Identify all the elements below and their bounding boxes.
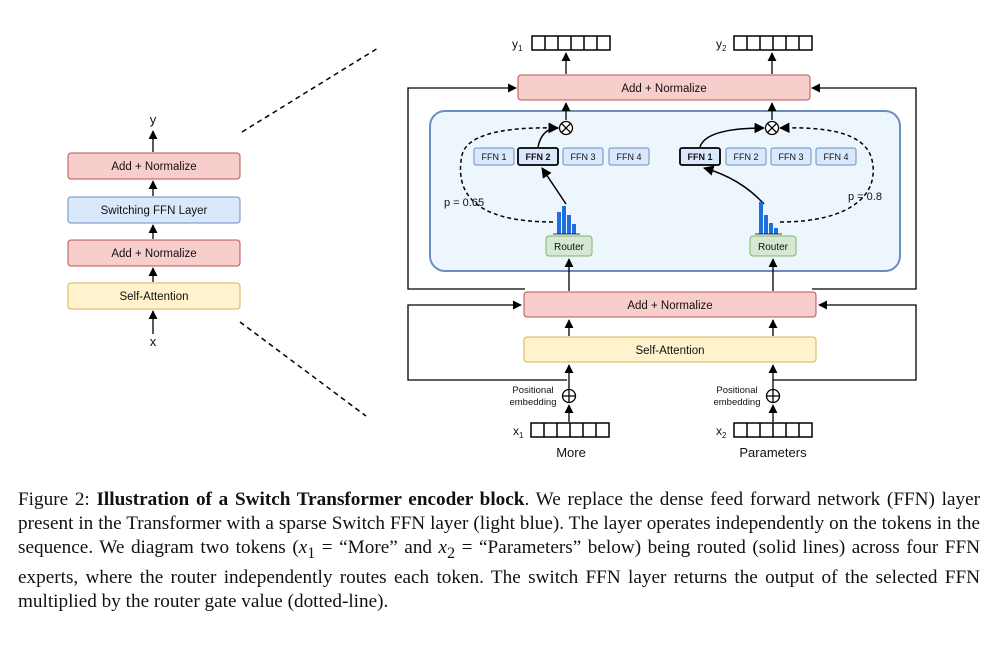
caption-title: Illustration of a Switch Transformer enc… bbox=[96, 489, 525, 510]
token2-ffn-4 bbox=[815, 147, 857, 166]
caption-math-x2: x bbox=[438, 537, 448, 558]
token1-ffn-4 bbox=[608, 147, 650, 166]
token1-ffn-4-label: FFN 4 bbox=[616, 152, 641, 162]
token2-ffn-2-label: FFN 2 bbox=[733, 152, 758, 162]
token1-positional-label-2: embedding bbox=[509, 397, 556, 408]
token2-positional-label-2: embedding bbox=[713, 397, 760, 408]
token2-ffn-1-label: FFN 1 bbox=[687, 152, 712, 162]
left-self-attention bbox=[67, 282, 241, 310]
token2-positional-label-1: Positional bbox=[716, 385, 757, 396]
token1-switch-path: FFN 1 FFN 2 FFN 3 FFN 4 p = 0.65 Route bbox=[444, 120, 650, 257]
right-encoder-block: y1 y2 Add + Normalize FFN 1 FFN bbox=[407, 35, 917, 460]
token1-gate-dotted-line bbox=[459, 122, 560, 223]
right-self-attention-label: Self-Attention bbox=[635, 345, 704, 357]
token2-ffn-4-label: FFN 4 bbox=[823, 152, 848, 162]
left-output-label: y bbox=[150, 112, 157, 127]
caption-text-2: = “More” and bbox=[315, 537, 439, 558]
token2-router-label: Router bbox=[758, 242, 789, 253]
token2-word: Parameters bbox=[739, 445, 807, 460]
residual-connection-lower-left bbox=[407, 300, 567, 381]
token2-probability: p = 0.8 bbox=[848, 191, 882, 203]
right-add-normalize-top bbox=[517, 74, 811, 101]
caption-text-3: = “Parameters” below) being routed (soli… bbox=[18, 537, 980, 612]
y1-label: y1 bbox=[512, 37, 523, 53]
token2-router bbox=[749, 235, 797, 257]
x2-label: x2 bbox=[716, 424, 727, 440]
token1-input: Positional embedding x1 More bbox=[509, 385, 610, 460]
token1-word: More bbox=[556, 445, 586, 460]
residual-connection-lower-right bbox=[773, 300, 917, 381]
token1-ffn-1 bbox=[473, 147, 515, 166]
caption-math-x1-sub: 1 bbox=[307, 544, 316, 562]
left-switching-ffn-layer bbox=[67, 196, 241, 224]
left-add-normalize-top bbox=[67, 152, 241, 180]
token2-gate-dotted-line bbox=[778, 122, 874, 223]
token1-ffn-2-label: FFN 2 bbox=[525, 152, 550, 162]
token1-ffn-3 bbox=[562, 147, 604, 166]
left-self-attention-label: Self-Attention bbox=[119, 291, 188, 303]
token2-router-histogram bbox=[755, 202, 782, 235]
token2-ffn-2 bbox=[725, 147, 767, 166]
residual-connection-upper-right bbox=[811, 83, 917, 290]
token1-positional-label-1: Positional bbox=[512, 385, 553, 396]
token1-ffn-3-label: FFN 3 bbox=[570, 152, 595, 162]
left-switching-ffn-label: Switching FFN Layer bbox=[101, 205, 208, 217]
zoom-line-top bbox=[241, 47, 379, 133]
switch-ffn-layer-panel bbox=[429, 110, 901, 272]
output-vector-y1: y1 bbox=[512, 35, 611, 53]
x1-label: x1 bbox=[513, 424, 524, 440]
switch-transformer-diagram: y Add + Normalize Switching FFN Layer Ad… bbox=[67, 35, 917, 460]
output-vector-y2: y2 bbox=[716, 35, 813, 53]
token2-input: Positional embedding x2 Parameters bbox=[713, 385, 813, 460]
left-add-normalize-bottom-label: Add + Normalize bbox=[111, 248, 196, 260]
zoom-line-bottom bbox=[239, 321, 367, 417]
token2-ffn-1-selected bbox=[679, 147, 721, 166]
caption-prefix: Figure 2: bbox=[18, 489, 97, 510]
y2-label: y2 bbox=[716, 37, 727, 53]
token1-router-label: Router bbox=[554, 242, 585, 253]
figure-caption: Figure 2: Illustration of a Switch Trans… bbox=[18, 488, 980, 614]
left-add-normalize-bottom bbox=[67, 239, 241, 267]
left-input-label: x bbox=[150, 334, 157, 349]
token1-router bbox=[545, 235, 593, 257]
right-self-attention bbox=[523, 336, 817, 363]
right-add-normalize-top-label: Add + Normalize bbox=[621, 83, 706, 95]
token1-ffn-1-label: FFN 1 bbox=[481, 152, 506, 162]
token2-ffn-3-label: FFN 3 bbox=[778, 152, 803, 162]
right-add-normalize-mid bbox=[523, 291, 817, 318]
right-add-normalize-mid-label: Add + Normalize bbox=[627, 300, 712, 312]
residual-connection-upper-left bbox=[407, 83, 525, 290]
token1-router-histogram bbox=[553, 206, 580, 235]
token2-switch-path: FFN 1 FFN 2 FFN 3 FFN 4 p = 0.8 Router bbox=[679, 120, 882, 257]
left-encoder-block: y Add + Normalize Switching FFN Layer Ad… bbox=[67, 112, 241, 349]
caption-text-1: . We replace the dense feed forward netw… bbox=[18, 489, 980, 558]
caption-math-x2-sub: 2 bbox=[447, 544, 456, 562]
token2-ffn-3 bbox=[770, 147, 812, 166]
token1-ffn-2-selected bbox=[517, 147, 559, 166]
caption-math-x1: x bbox=[298, 537, 308, 558]
left-add-normalize-top-label: Add + Normalize bbox=[111, 161, 196, 173]
token1-probability: p = 0.65 bbox=[444, 197, 484, 209]
